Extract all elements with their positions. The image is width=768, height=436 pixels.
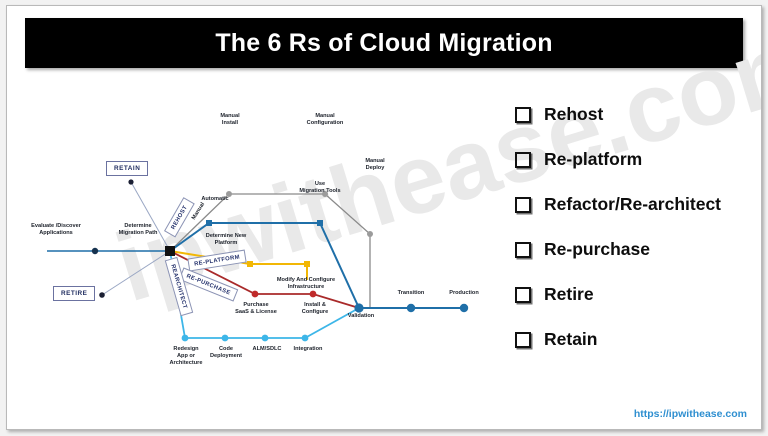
checkbox-icon[interactable] xyxy=(515,151,531,168)
checkbox-icon[interactable] xyxy=(515,331,531,348)
label-determine-migration-path: Determine Migration Path xyxy=(118,223,158,237)
label-use-migration-tools: Use Migration Tools xyxy=(299,181,341,195)
label-manual-deploy: Manual Deploy xyxy=(365,158,385,172)
list-item-label: Re-platform xyxy=(544,149,643,169)
label-modify-and-configure-infrastructure: Modify And Configure Infrastructure xyxy=(276,277,336,291)
label-manual-configuration: Manual Configuration xyxy=(306,113,344,127)
footer-link[interactable]: https://ipwithease.com xyxy=(633,408,747,420)
six-rs-list: Rehost Re-platform Refactor/Re-architect… xyxy=(515,92,761,362)
list-item-label: Refactor/Re-architect xyxy=(544,194,721,214)
label-redesign-app-or-architecture: Redesign App or Architecture xyxy=(169,346,203,367)
list-item[interactable]: Re-platform xyxy=(515,137,761,182)
label-purchase-saas-license: Purchase SaaS & License xyxy=(235,302,277,316)
checkbox-icon[interactable] xyxy=(515,106,531,123)
label-automatic: Automatic xyxy=(201,196,229,202)
label-determine-new-platform: Determine New Platform xyxy=(205,233,247,247)
label-transition: Transition xyxy=(397,290,425,296)
label-integration: Integration xyxy=(293,346,323,352)
checkbox-icon[interactable] xyxy=(515,241,531,258)
endpoint-box-retire: RETIRE xyxy=(53,286,96,301)
label-install-and-configure: Install & Configure xyxy=(301,302,329,316)
slide-canvas: The 6 Rs of Cloud Migration ipwithease.c… xyxy=(6,5,762,430)
list-item-label: Rehost xyxy=(544,104,604,124)
title-bar: The 6 Rs of Cloud Migration xyxy=(25,18,743,68)
page-title: The 6 Rs of Cloud Migration xyxy=(215,28,553,57)
endpoint-box-retain: RETAIN xyxy=(106,161,149,176)
migration-path-diagram: Evaluate /Discover Applications Determin… xyxy=(7,68,507,398)
label-validation: Validation xyxy=(347,313,375,319)
list-item[interactable]: Retain xyxy=(515,317,761,362)
list-item[interactable]: Re-purchase xyxy=(515,227,761,272)
diagram-lines xyxy=(47,179,469,342)
label-code-deployment: Code Deployment xyxy=(209,346,242,360)
label-manual-install: Manual Install xyxy=(220,113,240,127)
list-item[interactable]: Rehost xyxy=(515,92,761,137)
label-evaluate-discover-applications: Evaluate /Discover Applications xyxy=(31,223,81,237)
label-alm-sdlc: ALM/SDLC xyxy=(252,346,282,352)
list-item-label: Retain xyxy=(544,329,598,349)
checkbox-icon[interactable] xyxy=(515,286,531,303)
list-item-label: Retire xyxy=(544,284,594,304)
list-item[interactable]: Retire xyxy=(515,272,761,317)
list-item-label: Re-purchase xyxy=(544,239,651,259)
list-item[interactable]: Refactor/Re-architect xyxy=(515,182,761,227)
label-production: Production xyxy=(449,290,479,296)
checkbox-icon[interactable] xyxy=(515,196,531,213)
